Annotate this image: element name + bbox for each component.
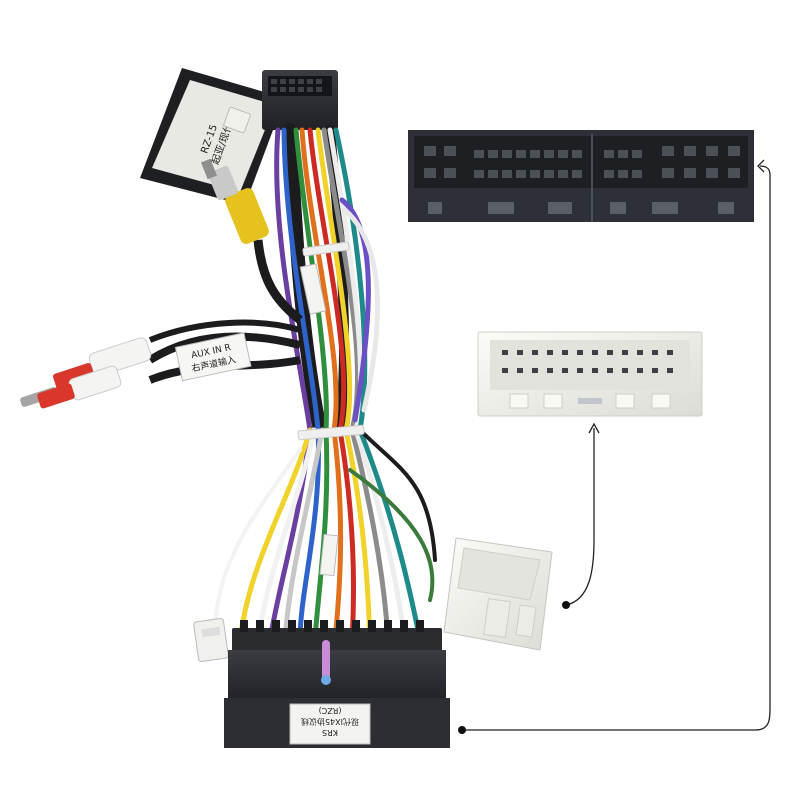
callout-dot-white xyxy=(562,601,570,609)
connector-label-line3: (RZC) xyxy=(319,706,342,715)
callout-markers xyxy=(458,159,765,734)
callout-white-connector xyxy=(565,428,595,606)
connector-label-line1: KRS xyxy=(322,728,338,737)
aux-rca-plugs: AUX IN R 右声道输入 xyxy=(20,319,301,409)
white-side-connector xyxy=(443,537,553,651)
connector-label-line2: 现代IX45协议线 xyxy=(301,717,359,727)
main-black-connector: KRS 现代IX45协议线 (RZC) xyxy=(224,620,450,748)
top-black-connector xyxy=(262,70,338,130)
callout-arrow-white xyxy=(588,422,600,434)
callout-black-connector xyxy=(462,165,771,731)
callout-dot-black xyxy=(458,726,466,734)
can-decoder-module: RZ-15 起亚/现代 xyxy=(140,68,285,205)
wire-bundle xyxy=(213,123,437,643)
callout-arrow-black xyxy=(757,159,765,173)
small-white-plug xyxy=(193,617,229,663)
black-connector-face-view xyxy=(408,130,754,222)
white-connector-face-view xyxy=(477,331,703,417)
yellow-rca-plug xyxy=(200,158,303,324)
callout-lines xyxy=(462,165,771,731)
